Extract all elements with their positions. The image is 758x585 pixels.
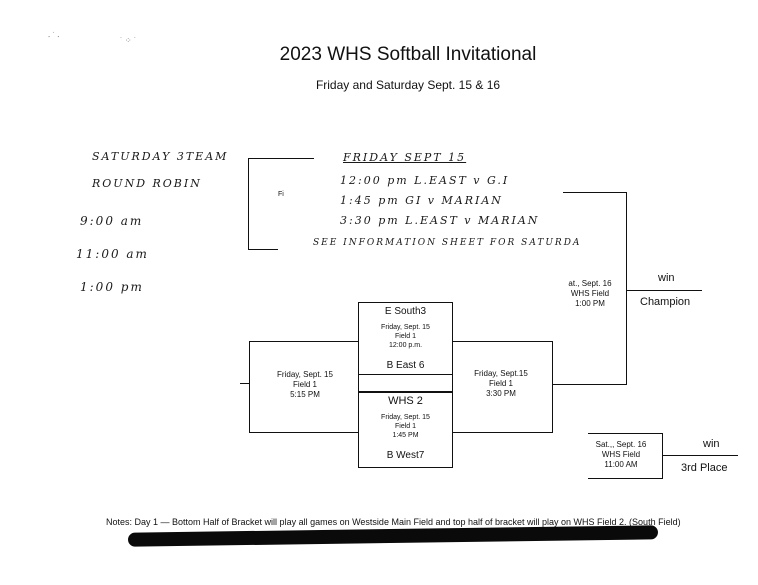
handwritten-friday-heading: FRIDAY SEPT 15 bbox=[343, 151, 467, 164]
bracket-line bbox=[588, 433, 662, 434]
game-time: 11:00 AM bbox=[604, 460, 638, 469]
bracket-line bbox=[553, 384, 627, 385]
game-time: 3:30 PM bbox=[486, 389, 516, 398]
game-field: Field 1 bbox=[292, 380, 317, 389]
team-b-east: B East 6 bbox=[386, 360, 425, 371]
game-day: Friday, Sept. 15 bbox=[381, 414, 430, 421]
game-day: Friday, Sept. 15 bbox=[381, 324, 430, 331]
bracket-stub-label: Fi bbox=[278, 191, 284, 198]
game-time: 1:45 PM bbox=[392, 432, 419, 439]
bracket-line bbox=[249, 341, 358, 342]
game-field: Field 1 bbox=[394, 423, 416, 430]
bracket-line bbox=[248, 158, 314, 159]
bracket-line bbox=[453, 432, 553, 433]
scan-speck: ˙ ⁘ ˙ bbox=[120, 36, 137, 45]
left-game-info: Friday, Sept. 15 Field 1 5:15 PM bbox=[270, 370, 340, 400]
handwritten-time-2: 11:00 am bbox=[76, 247, 149, 261]
redaction-mark bbox=[127, 525, 659, 547]
bracket-line bbox=[662, 433, 663, 479]
scan-speck: ⸳ ˙ ⸳ bbox=[48, 31, 60, 40]
third-game-info: Sat.,, Sept. 16 WHS Field 11:00 AM bbox=[587, 440, 655, 470]
handwritten-time-1: 9:00 am bbox=[80, 214, 144, 228]
bracket-line bbox=[249, 432, 358, 433]
team-b-west: B West7 bbox=[386, 450, 425, 461]
handwritten-game-2: 1:45 pm GI v MARIAN bbox=[340, 194, 503, 207]
game-day: Sat.,, Sept. 16 bbox=[595, 440, 647, 449]
game-field: WHS Field bbox=[601, 450, 641, 459]
team-whs: WHS 2 bbox=[388, 395, 423, 407]
third-place-label: 3rd Place bbox=[681, 462, 728, 474]
third-win-label: win bbox=[703, 438, 720, 450]
bracket-line bbox=[248, 249, 278, 250]
handwritten-saturday: SATURDAY 3TEAM bbox=[92, 150, 229, 163]
top-game-box: E South3 Friday, Sept. 15 Field 1 12:00 … bbox=[358, 302, 453, 392]
game-time: 1:00 PM bbox=[575, 299, 605, 308]
bracket-line bbox=[552, 341, 553, 433]
game-field: Field 1 bbox=[488, 379, 513, 388]
bracket-line bbox=[358, 374, 453, 375]
team-e-south: E South3 bbox=[384, 306, 427, 317]
bracket-line bbox=[248, 158, 249, 250]
game-field: Field 1 bbox=[394, 333, 416, 340]
champion-win-label: win bbox=[658, 272, 675, 284]
game-field: WHS Field bbox=[570, 289, 610, 298]
handwritten-game-1: 12:00 pm L.EAST v G.I bbox=[340, 174, 510, 187]
bracket-line bbox=[249, 341, 250, 433]
bracket-line bbox=[240, 383, 250, 384]
champion-label: Champion bbox=[640, 296, 691, 308]
game-time: 12:00 p.m. bbox=[388, 342, 423, 349]
bracket-line bbox=[453, 341, 553, 342]
bottom-game-box: WHS 2 Friday, Sept. 15 Field 1 1:45 PM B… bbox=[358, 392, 453, 468]
game-day: at., Sept. 16 bbox=[568, 279, 612, 288]
notes-text: Notes: Day 1 — Bottom Half of Bracket wi… bbox=[106, 517, 681, 527]
third-place-line bbox=[663, 455, 738, 456]
handwritten-info-note: SEE INFORMATION SHEET FOR SATURDA bbox=[313, 238, 582, 248]
handwritten-round-robin: ROUND ROBIN bbox=[92, 177, 202, 190]
handwritten-time-3: 1:00 pm bbox=[80, 280, 144, 294]
game-day: Friday, Sept.15 bbox=[474, 369, 528, 378]
game-day: Friday, Sept. 15 bbox=[277, 370, 333, 379]
bracket-line bbox=[563, 192, 626, 193]
bracket-line bbox=[626, 192, 627, 385]
page-title: 2023 WHS Softball Invitational bbox=[279, 44, 537, 65]
game-time: 5:15 PM bbox=[290, 390, 320, 399]
page-subtitle: Friday and Saturday Sept. 15 & 16 bbox=[315, 78, 501, 92]
final-game-info: at., Sept. 16 WHS Field 1:00 PM bbox=[560, 279, 620, 309]
right-game-info: Friday, Sept.15 Field 1 3:30 PM bbox=[465, 369, 537, 399]
champion-line bbox=[627, 290, 702, 291]
handwritten-game-3: 3:30 pm L.EAST v MARIAN bbox=[340, 214, 540, 227]
bracket-line bbox=[588, 478, 663, 479]
